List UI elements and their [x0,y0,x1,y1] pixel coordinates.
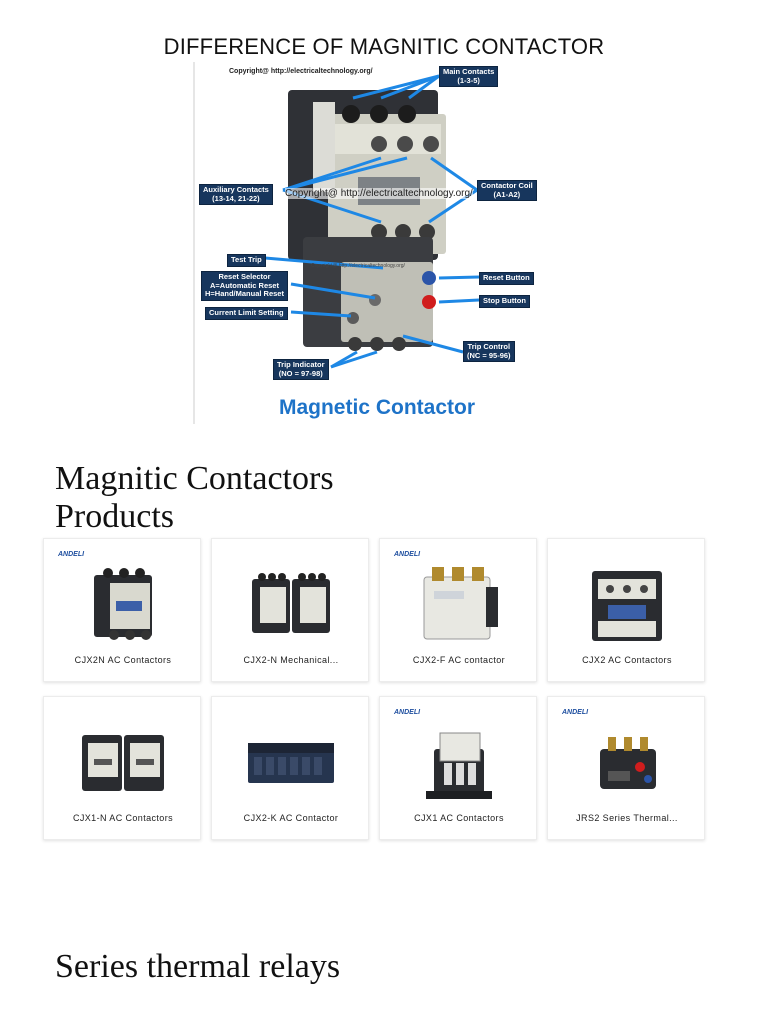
contactor-image [426,732,492,799]
large-contactor-image [423,567,498,640]
product-name: CJX1-N AC Contactors [72,813,174,823]
product-name: CJX1 AC Contactors [414,813,504,823]
image-edge [193,62,195,424]
product-card[interactable]: ANDELI CJX1 AC Contactors [379,696,537,840]
product-name: CJX2N AC Contactors [74,655,172,665]
product-card[interactable]: CJX2-N Mechanical... [211,538,369,682]
mechanical-interlock-contactor-image [252,573,330,633]
product-card[interactable]: ANDELI CJX2N AC Contactors [43,538,201,682]
contactor-diagram: Copyright@ http://electricaltechnology.o… [193,62,537,424]
callout-trip-control: Trip Control (NC = 95-96) [463,341,515,362]
thermal-relay-image [600,737,656,789]
product-card[interactable]: CJX1-N AC Contactors [43,696,201,840]
copyright-note-middle: Copyright@ http://electricaltechnology.o… [285,188,473,199]
callout-test-trip: Test Trip [227,254,266,267]
modular-contactor-image [248,743,334,783]
products-heading-line-1: Magnitic Contactors [55,460,334,497]
brand-label: ANDELI [58,551,85,558]
callout-contactor-coil: Contactor Coil (A1-A2) [477,180,537,201]
page-title: DIFFERENCE OF MAGNITIC CONTACTOR [163,34,605,59]
product-card[interactable]: ANDELI CJX2-F AC contactor [379,538,537,682]
contactor-image [94,568,152,640]
reversing-contactor-image [82,735,164,791]
product-card[interactable]: ANDELI JRS2 Series Thermal... [547,696,705,840]
products-heading-line-2: Products [55,498,174,535]
callout-auxiliary-contacts: Auxiliary Contacts (13-14, 21-22) [199,184,273,205]
product-name: CJX2 AC Contactors [582,655,672,665]
product-name: JRS2 Series Thermal... [576,813,678,823]
callout-main-contacts: Main Contacts (1-3-5) [439,66,499,87]
product-name: CJX2-F AC contactor [412,655,506,665]
product-name: CJX2-K AC Contactor [243,813,339,823]
product-name: CJX2-N Mechanical... [243,655,339,665]
callout-trip-indicator: Trip Indicator (NO = 97-98) [273,359,329,380]
copyright-note-small: Copyright@ http://electricaltechnology.o… [311,263,405,269]
product-card[interactable]: CJX2 AC Contactors [547,538,705,682]
brand-label: ANDELI [394,551,421,558]
diagram-caption: Magnetic Contactor [278,396,475,419]
contactor-image [592,571,662,641]
callout-current-limit-setting: Current Limit Setting [205,307,288,320]
brand-label: ANDELI [562,709,589,716]
callout-stop-button: Stop Button [479,295,530,308]
copyright-note-top: Copyright@ http://electricaltechnology.o… [229,68,373,75]
callout-reset-button: Reset Button [479,272,534,285]
thermal-relays-heading: Series thermal relays [55,948,341,985]
products-heading: Magnitic Contactors Products [55,460,334,536]
callout-reset-selector: Reset Selector A=Automatic Reset H=Hand/… [201,271,288,301]
product-card[interactable]: CJX2-K AC Contactor [211,696,369,840]
brand-label: ANDELI [394,709,421,716]
